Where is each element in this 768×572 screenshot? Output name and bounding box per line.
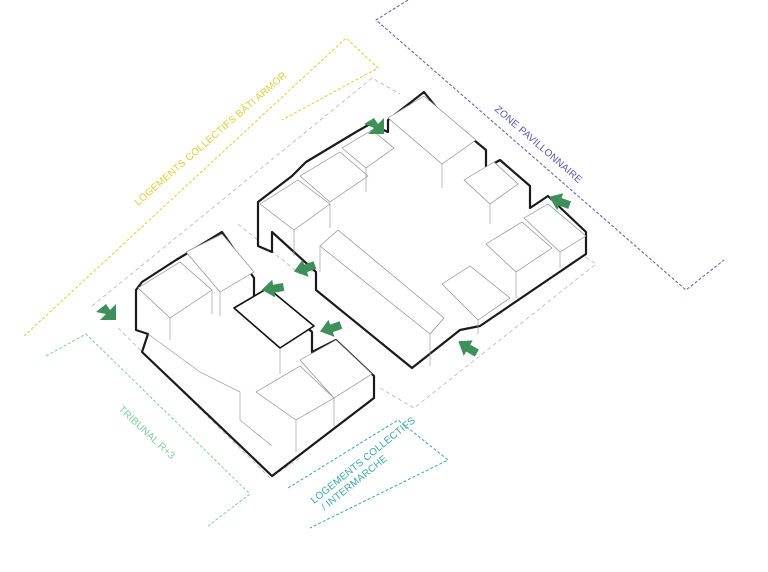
- zone-tribunal-outline: [45, 333, 251, 527]
- entrance-arrow-icon: [364, 118, 384, 134]
- entrance-arrow-icon: [549, 193, 571, 211]
- zone-bati-armor-outline: [23, 37, 379, 337]
- entrance-arrow-icon: [293, 259, 317, 277]
- zone-intermarche-outline: [287, 419, 449, 529]
- label-logements-bati-armor: LOGEMENTS COLLECTIFS BÂTI ARMOR: [131, 69, 289, 209]
- entrance-arrow-icon: [319, 319, 343, 337]
- entrance-arrow-icon: [261, 279, 285, 298]
- entrance-arrow-icon: [458, 340, 479, 357]
- label-tribunal: TRIBUNAL R+3: [116, 404, 177, 462]
- entrance-arrow-icon: [96, 304, 116, 320]
- entrance-arrows: [96, 118, 571, 357]
- site-boundary: [91, 77, 401, 307]
- block-east: [256, 90, 588, 370]
- block-west: [134, 230, 376, 478]
